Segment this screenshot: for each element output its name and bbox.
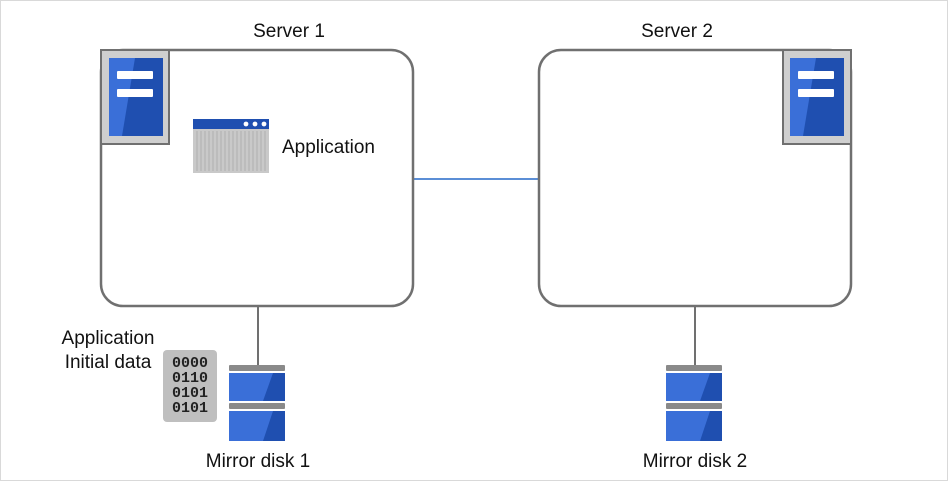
mirror-disk1-label: Mirror disk 1 bbox=[205, 451, 311, 472]
server2-icon bbox=[782, 49, 852, 145]
application-label: Application bbox=[282, 137, 375, 158]
server2-label: Server 2 bbox=[641, 21, 713, 42]
data-bits-row-1: 0000 bbox=[172, 355, 208, 372]
mirror-disk2-icon bbox=[666, 365, 722, 441]
server1-box bbox=[99, 48, 415, 308]
data-bits-row-4: 0101 bbox=[172, 400, 208, 417]
data-document-icon: 0000 0110 0101 0101 bbox=[163, 350, 217, 422]
server1-label: Server 1 bbox=[253, 21, 325, 42]
mirror-disk1-icon bbox=[229, 365, 285, 441]
data-bits-row-2: 0110 bbox=[172, 370, 208, 387]
mirror-disk2-label: Mirror disk 2 bbox=[642, 451, 748, 472]
server2-box bbox=[537, 48, 853, 308]
data-label-line1: Application bbox=[61, 328, 155, 349]
server1-icon bbox=[100, 49, 170, 145]
data-bits-row-3: 0101 bbox=[172, 385, 208, 402]
data-label-line2: Initial data bbox=[64, 352, 152, 373]
application-window-icon bbox=[193, 119, 269, 173]
